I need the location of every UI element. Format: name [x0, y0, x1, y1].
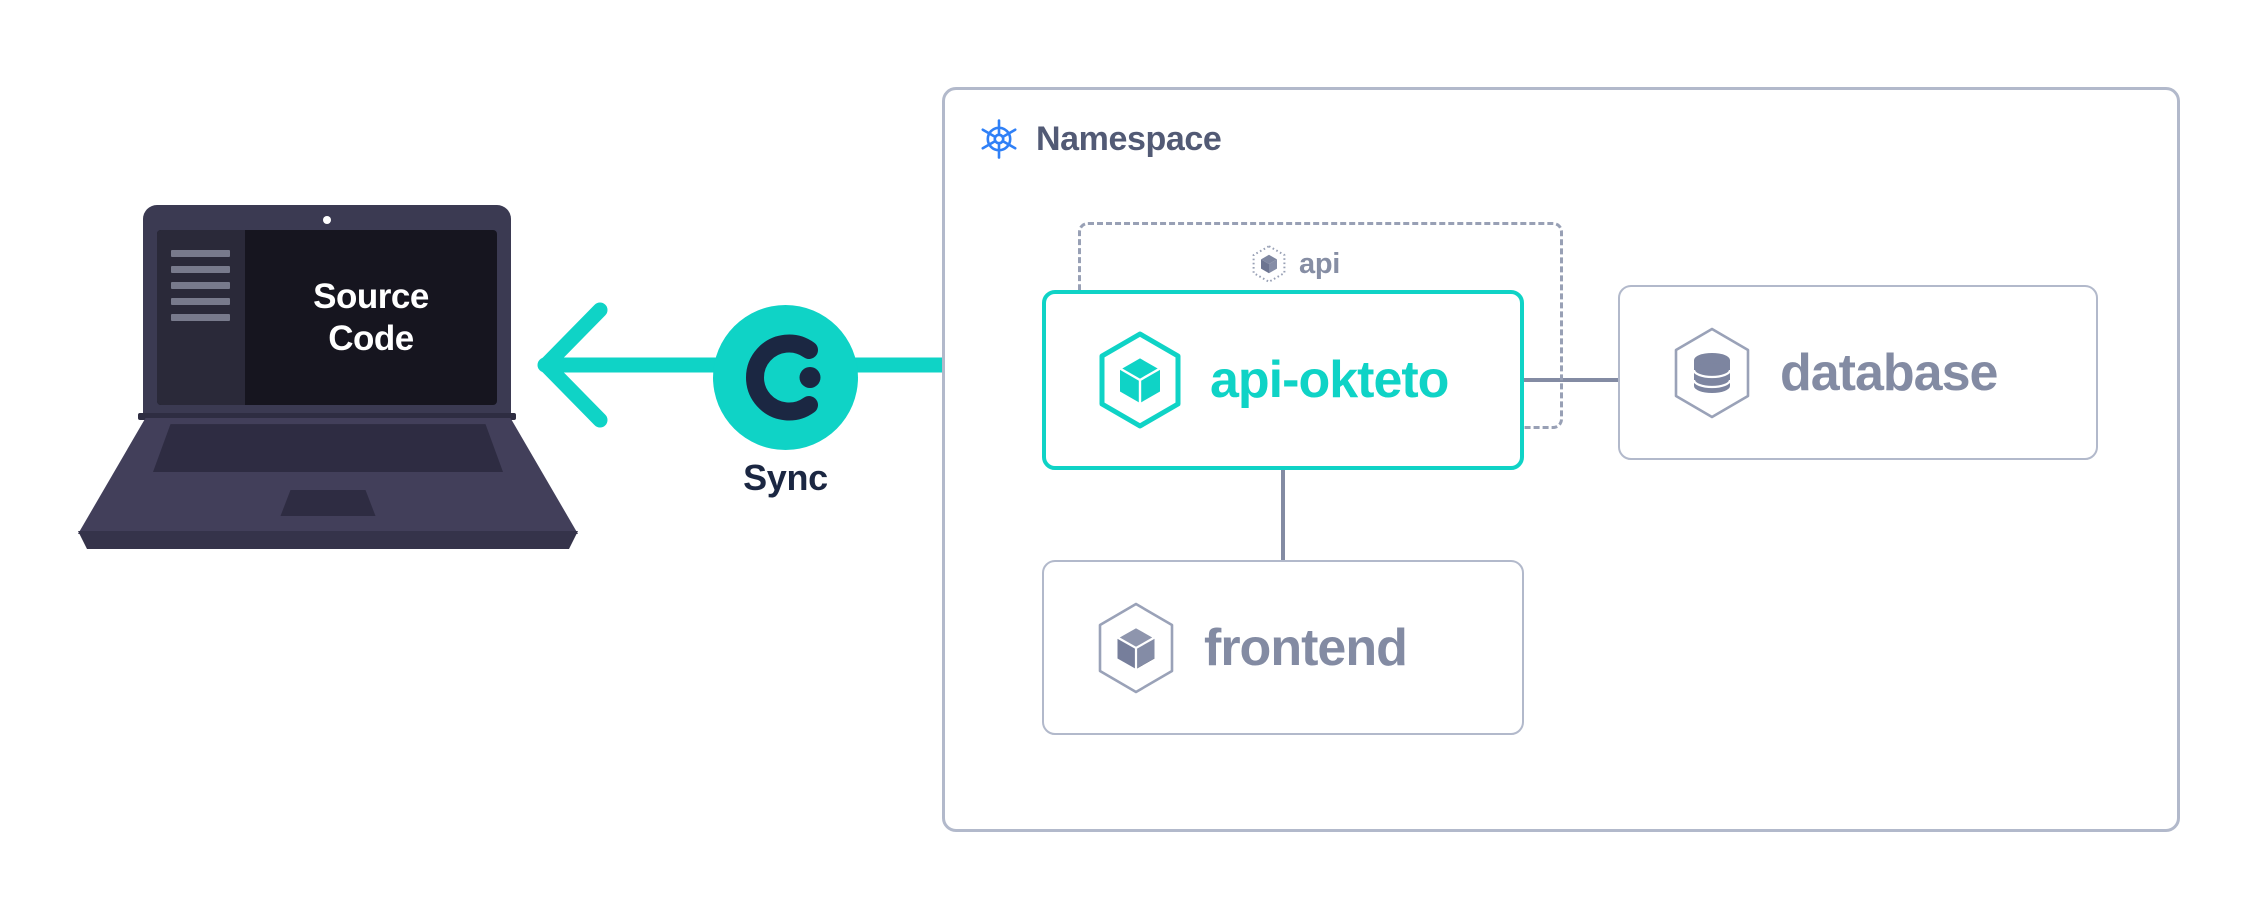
source-code-line-2: Code: [328, 318, 414, 358]
okteto-sync-badge: [713, 305, 858, 450]
source-code-line-1: Source: [313, 277, 429, 317]
source-code-text: Source Code: [245, 230, 497, 405]
source-code-laptop: Source Code: [78, 205, 578, 565]
service-label-frontend: frontend: [1204, 618, 1408, 677]
service-box-api-okteto[interactable]: api-okteto: [1042, 290, 1524, 470]
namespace-header: Namespace: [978, 118, 1222, 160]
service-label-database: database: [1780, 343, 1998, 402]
service-box-database[interactable]: database: [1618, 285, 2098, 460]
hexagon-database-icon: [1668, 325, 1756, 421]
laptop-hinge: [138, 413, 516, 420]
service-label-api-okteto: api-okteto: [1210, 351, 1449, 409]
laptop-lid: Source Code: [143, 205, 511, 417]
laptop-webcam-icon: [323, 216, 331, 224]
code-lines: [171, 250, 230, 330]
code-line: [171, 266, 230, 273]
code-line: [171, 250, 230, 257]
api-group-label-text: api: [1299, 247, 1340, 280]
code-line: [171, 298, 230, 305]
hexagon-cube-icon: [1094, 330, 1186, 430]
sync-label: Sync: [743, 457, 828, 498]
laptop-base-front: [78, 531, 578, 549]
connector-api-to-database: [1524, 378, 1620, 382]
laptop-screen: Source Code: [157, 230, 497, 405]
laptop-keyboard: [153, 424, 503, 472]
namespace-title: Namespace: [1036, 119, 1222, 158]
sync-circle: [713, 305, 858, 450]
api-group-label: api: [1242, 243, 1346, 285]
code-line: [171, 314, 230, 321]
cube-icon: [1252, 245, 1286, 283]
laptop-trackpad: [280, 490, 376, 516]
connector-api-to-frontend: [1281, 468, 1285, 562]
editor-sidebar: [157, 230, 245, 405]
hexagon-cube-icon: [1092, 600, 1180, 696]
okteto-logo-icon: [746, 334, 821, 421]
kubernetes-helm-icon: [981, 119, 1017, 159]
code-line: [171, 282, 230, 289]
service-box-frontend[interactable]: frontend: [1042, 560, 1524, 735]
